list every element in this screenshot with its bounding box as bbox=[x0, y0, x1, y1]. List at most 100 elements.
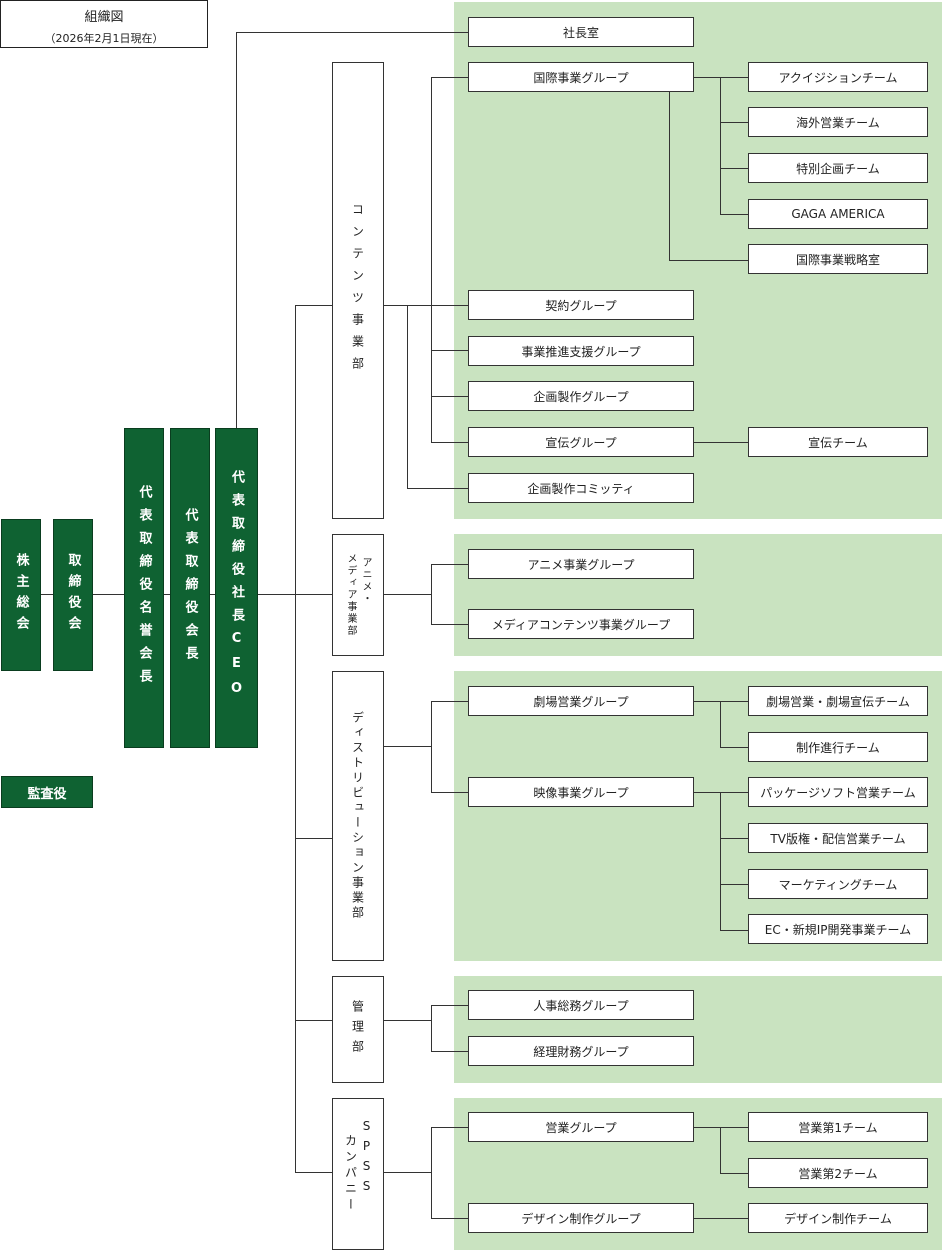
team-marketing-label: マーケティングチーム bbox=[778, 877, 898, 892]
team-marketing: マーケティングチーム bbox=[748, 869, 928, 899]
line-content-bus bbox=[431, 77, 432, 442]
line-to-design-team bbox=[694, 1218, 748, 1219]
line-to-accounting bbox=[431, 1051, 468, 1052]
dept-content: コンテンツ事業部 bbox=[332, 62, 384, 519]
team-package-label: パッケージソフト営業チーム bbox=[760, 785, 916, 800]
line-anime-bus bbox=[431, 564, 432, 624]
team-promo-label: 宣伝チーム bbox=[808, 435, 868, 450]
team-gaga-america-label: GAGA AMERICA bbox=[791, 207, 885, 221]
dept-distribution-label: ディストリビューション事業部 bbox=[350, 711, 365, 921]
line-to-sales2 bbox=[720, 1173, 748, 1174]
group-design: デザイン制作グループ bbox=[468, 1203, 694, 1233]
dept-spss-bottom-label: カンパニー bbox=[343, 1134, 358, 1214]
team-theater-promo-label: 劇場営業・劇場宣伝チーム bbox=[766, 694, 910, 709]
line-to-media-group bbox=[431, 624, 468, 625]
dept-anime-top-label: アニメ・ bbox=[360, 557, 371, 605]
team-ec-ip: EC・新規IP開発事業チーム bbox=[748, 914, 928, 944]
line-spss-bus bbox=[431, 1127, 432, 1218]
dept-admin-label: 管理部 bbox=[350, 999, 365, 1060]
team-acquisition-label: アクイジションチーム bbox=[778, 70, 898, 85]
group-planning: 企画製作グループ bbox=[468, 381, 694, 411]
line-to-planning bbox=[431, 396, 468, 397]
group-biz-support-label: 事業推進支援グループ bbox=[521, 344, 641, 359]
team-sales2: 営業第2チーム bbox=[748, 1158, 928, 1188]
line-to-promo-team bbox=[694, 442, 748, 443]
team-intl-strategy-label: 国際事業戦略室 bbox=[795, 252, 880, 267]
group-promo-label: 宣伝グループ bbox=[545, 435, 617, 450]
dept-content-label: コンテンツ事業部 bbox=[350, 202, 365, 379]
line-intl-out bbox=[694, 77, 748, 78]
line-ceo-up bbox=[236, 32, 237, 428]
group-intl-label: 国際事業グループ bbox=[533, 70, 629, 85]
group-promo: 宣伝グループ bbox=[468, 427, 694, 457]
team-design: デザイン制作チーム bbox=[748, 1203, 928, 1233]
group-contract: 契約グループ bbox=[468, 290, 694, 320]
line-to-anime bbox=[295, 594, 332, 595]
line-to-committee bbox=[407, 488, 468, 489]
team-acquisition: アクイジションチーム bbox=[748, 62, 928, 92]
group-president-office: 社長室 bbox=[468, 17, 694, 47]
line-committee-v bbox=[407, 305, 408, 488]
chairman-box: 代表取締役会長 bbox=[170, 428, 210, 748]
group-accounting: 経理財務グループ bbox=[468, 1036, 694, 1066]
line-to-contract bbox=[431, 305, 468, 306]
auditor-label: 監査役 bbox=[27, 786, 67, 802]
line-admin-bus bbox=[431, 1005, 432, 1051]
line-dist-bus bbox=[431, 701, 432, 792]
title-box: 組織図 （2026年2月1日現在） bbox=[0, 0, 208, 48]
line-to-promo bbox=[431, 442, 468, 443]
group-design-label: デザイン制作グループ bbox=[521, 1211, 641, 1226]
line-to-strategy bbox=[669, 260, 748, 261]
line-intl-bus bbox=[720, 77, 721, 214]
honorary-chairman-box: 代表取締役名誉会長 bbox=[124, 428, 164, 748]
dept-spss: カンパニー SPSS bbox=[332, 1098, 384, 1250]
group-intl: 国際事業グループ bbox=[468, 62, 694, 92]
line-to-anime-group bbox=[431, 564, 468, 565]
line-to-theater bbox=[431, 701, 468, 702]
line-strategy-v bbox=[669, 92, 670, 260]
line-anime-out bbox=[383, 594, 431, 595]
line-to-office bbox=[236, 32, 468, 33]
team-package: パッケージソフト営業チーム bbox=[748, 777, 928, 807]
group-theater-sales-label: 劇場営業グループ bbox=[533, 694, 629, 709]
line-to-overseas bbox=[720, 122, 748, 123]
team-production-progress-label: 制作進行チーム bbox=[796, 740, 880, 755]
line-to-video bbox=[431, 792, 468, 793]
line-exec-chain bbox=[40, 594, 296, 595]
shareholders-meeting-label: 株主総会 bbox=[13, 553, 29, 637]
line-theater-out bbox=[694, 701, 748, 702]
line-to-sales bbox=[431, 1127, 468, 1128]
line-video-bus bbox=[720, 792, 721, 930]
board-box: 取締役会 bbox=[53, 519, 93, 671]
honorary-chairman-label: 代表取締役名誉会長 bbox=[136, 484, 152, 692]
line-to-hr bbox=[431, 1005, 468, 1006]
team-sales1-label: 営業第1チーム bbox=[798, 1120, 878, 1135]
panel-distribution bbox=[454, 671, 942, 961]
dept-spss-top-label: SPSS bbox=[359, 1119, 374, 1199]
group-president-office-label: 社長室 bbox=[562, 25, 599, 40]
group-accounting-label: 経理財務グループ bbox=[533, 1044, 629, 1059]
line-to-admin bbox=[295, 1020, 332, 1021]
team-sales2-label: 営業第2チーム bbox=[798, 1166, 878, 1181]
group-anime: アニメ事業グループ bbox=[468, 549, 694, 579]
group-media-content: メディアコンテンツ事業グループ bbox=[468, 609, 694, 639]
group-theater-sales: 劇場営業グループ bbox=[468, 686, 694, 716]
auditor-box: 監査役 bbox=[1, 776, 93, 808]
line-trunk bbox=[295, 305, 296, 1173]
team-overseas-sales-label: 海外営業チーム bbox=[796, 115, 880, 130]
group-video-label: 映像事業グループ bbox=[533, 785, 629, 800]
team-intl-strategy: 国際事業戦略室 bbox=[748, 244, 928, 274]
line-to-design bbox=[431, 1218, 468, 1219]
line-to-tv bbox=[720, 838, 748, 839]
line-sales-bus bbox=[720, 1127, 721, 1173]
group-committee: 企画製作コミッティ bbox=[468, 473, 694, 503]
group-hr-label: 人事総務グループ bbox=[533, 998, 629, 1013]
line-theater-bus bbox=[720, 701, 721, 747]
group-anime-label: アニメ事業グループ bbox=[527, 557, 635, 572]
group-biz-support: 事業推進支援グループ bbox=[468, 336, 694, 366]
team-special-planning: 特別企画チーム bbox=[748, 153, 928, 183]
dept-distribution: ディストリビューション事業部 bbox=[332, 671, 384, 961]
line-video-out bbox=[694, 792, 748, 793]
chart-date: （2026年2月1日現在） bbox=[44, 32, 164, 45]
dept-admin: 管理部 bbox=[332, 976, 384, 1083]
